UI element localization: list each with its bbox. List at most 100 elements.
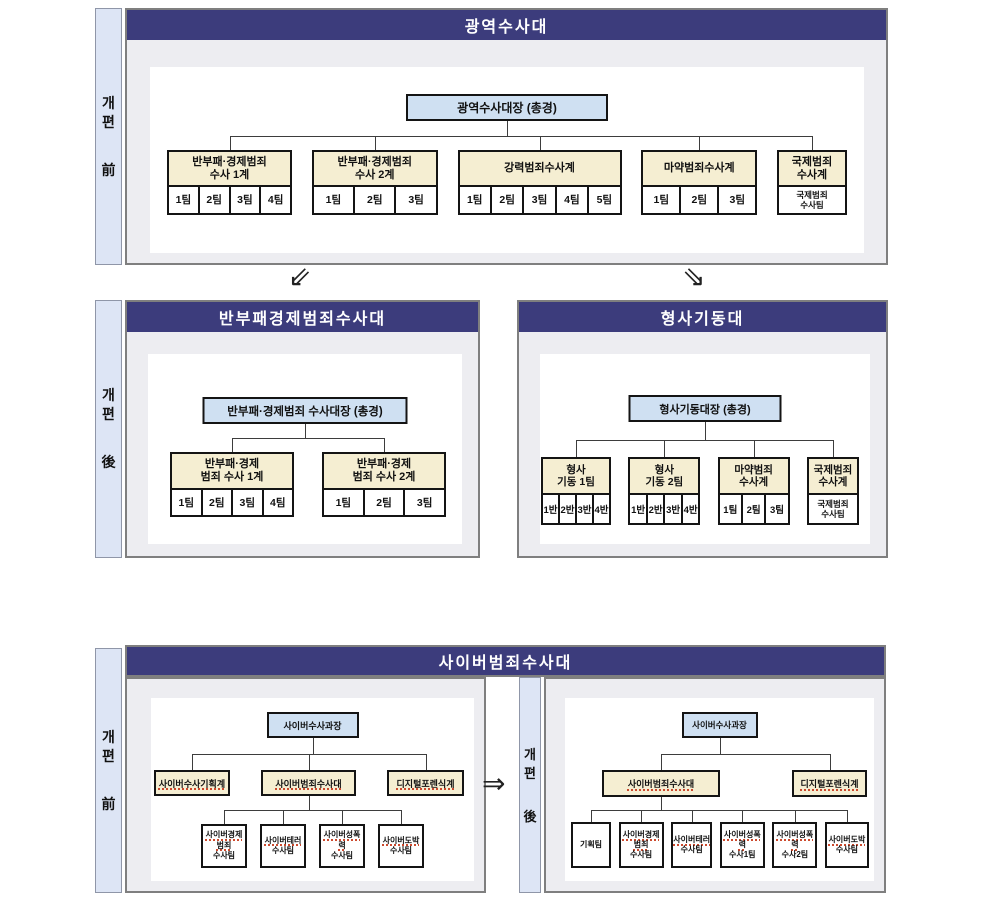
dept-box: 디지털포렌식계 bbox=[387, 770, 464, 796]
dept-box: 사이버수사기획계 bbox=[154, 770, 230, 796]
panel-title-metro: 광역수사대 bbox=[127, 10, 886, 40]
head-box: 광역수사대장 (총경) bbox=[406, 94, 608, 121]
connector-line bbox=[232, 438, 233, 452]
team-cell: 4팀 bbox=[259, 187, 290, 213]
connector-line bbox=[832, 439, 834, 457]
arrow-down-right-icon: ⇘ bbox=[682, 261, 706, 292]
connector-line bbox=[661, 754, 830, 755]
connector-line bbox=[591, 809, 847, 811]
team-cell: 2팀 bbox=[362, 490, 404, 515]
team-cell: 1팀 bbox=[643, 187, 680, 213]
connector-line bbox=[384, 438, 385, 452]
team-cell: 3팀 bbox=[228, 187, 260, 213]
connector-line bbox=[699, 135, 701, 150]
connector-line bbox=[794, 809, 796, 822]
team-cell: 3팀 bbox=[403, 490, 445, 515]
sidebar-char: 편 bbox=[524, 765, 536, 781]
team-cell: 3반 bbox=[663, 495, 681, 523]
team-cell: 4반 bbox=[680, 495, 699, 523]
connector-line bbox=[691, 809, 693, 822]
team-cell: 3팀 bbox=[764, 495, 788, 523]
connector-line bbox=[664, 439, 666, 457]
sidebar-before-top: 개 편 前 bbox=[95, 8, 122, 265]
team-cell: 2팀 bbox=[679, 187, 718, 213]
team-cell: 1팀 bbox=[324, 490, 363, 515]
team-cell: 1팀 bbox=[459, 187, 490, 213]
panel-title-cyber: 사이버범죄수사대 bbox=[125, 645, 886, 677]
team-cell: 3반 bbox=[575, 495, 592, 523]
team-box: 기획팀 bbox=[571, 822, 611, 868]
connector-line bbox=[829, 754, 831, 770]
connector-line bbox=[374, 135, 376, 150]
connector-line bbox=[539, 135, 541, 150]
connector-line bbox=[576, 439, 577, 457]
head-box: 반부패·경제범죄 수사대장 (총경) bbox=[202, 397, 408, 424]
team-cell: 2팀 bbox=[489, 187, 523, 213]
team-cell: 2팀 bbox=[353, 187, 395, 213]
connector-line bbox=[719, 738, 721, 754]
sidebar-char: 편 bbox=[102, 406, 115, 422]
sidebar-char: 後 bbox=[523, 808, 537, 824]
team-cell: 2팀 bbox=[197, 187, 229, 213]
sidebar-after-bottom: 개 편 後 bbox=[519, 677, 541, 893]
connector-line bbox=[401, 810, 402, 824]
head-box: 사이버수사과장 bbox=[681, 712, 758, 738]
connector-line bbox=[705, 422, 706, 440]
sidebar-char: 편 bbox=[102, 747, 115, 764]
team-cell: 4팀 bbox=[554, 187, 588, 213]
connector-line bbox=[224, 810, 225, 824]
sidebar-before-bottom: 개 편 前 bbox=[95, 648, 122, 893]
team-cell: 3팀 bbox=[394, 187, 436, 213]
team-cell: 4반 bbox=[592, 495, 609, 523]
connector-line bbox=[342, 810, 343, 824]
connector-line bbox=[661, 754, 662, 770]
connector-line bbox=[312, 738, 314, 754]
sidebar-char: 편 bbox=[102, 113, 115, 130]
team-cell: 2반 bbox=[645, 495, 664, 523]
connector-line bbox=[661, 797, 662, 810]
connector-line bbox=[753, 439, 755, 457]
